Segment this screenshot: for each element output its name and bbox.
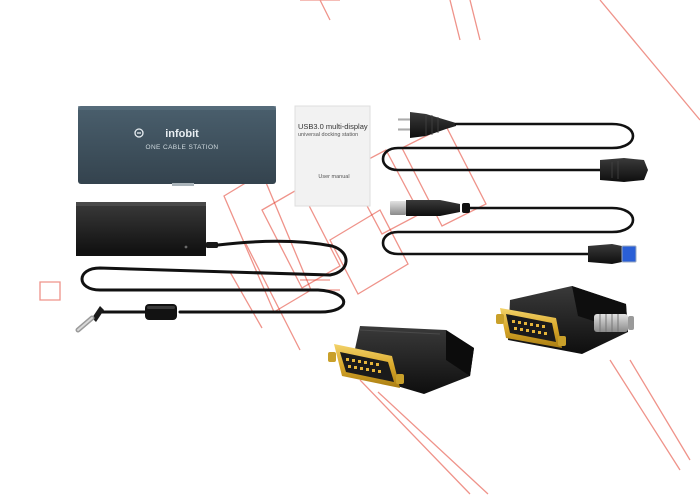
dvi-gold-connector-icon — [496, 308, 566, 348]
thumbscrew-icon — [594, 314, 634, 332]
manual-footer: User manual — [318, 174, 350, 180]
docking-station — [78, 106, 276, 186]
dvi-gold-connector-icon — [328, 344, 404, 388]
power-plug-icon — [398, 112, 456, 138]
manual-subtitle: universal docking station — [298, 132, 359, 138]
usb-a-connector-icon — [588, 244, 637, 264]
infobit-logo-icon — [134, 128, 144, 138]
ferrite-bead — [145, 304, 177, 320]
usb-cable — [381, 200, 637, 264]
dock-brand-label: infobit — [165, 128, 199, 140]
dvi-adapter-right — [496, 286, 634, 354]
usb-b-connector-icon — [390, 200, 470, 216]
user-manual — [294, 105, 371, 207]
dc-plug — [75, 306, 145, 333]
manual-title: USB3.0 multi-display — [298, 122, 368, 131]
power-adapter — [76, 202, 218, 256]
ac-power-cable — [381, 112, 648, 182]
dc-cable — [80, 239, 348, 314]
dvi-adapter-left — [328, 326, 474, 394]
dock-model-label: ONE CABLE STATION — [145, 144, 219, 151]
iec-c7-connector-icon — [600, 158, 648, 182]
